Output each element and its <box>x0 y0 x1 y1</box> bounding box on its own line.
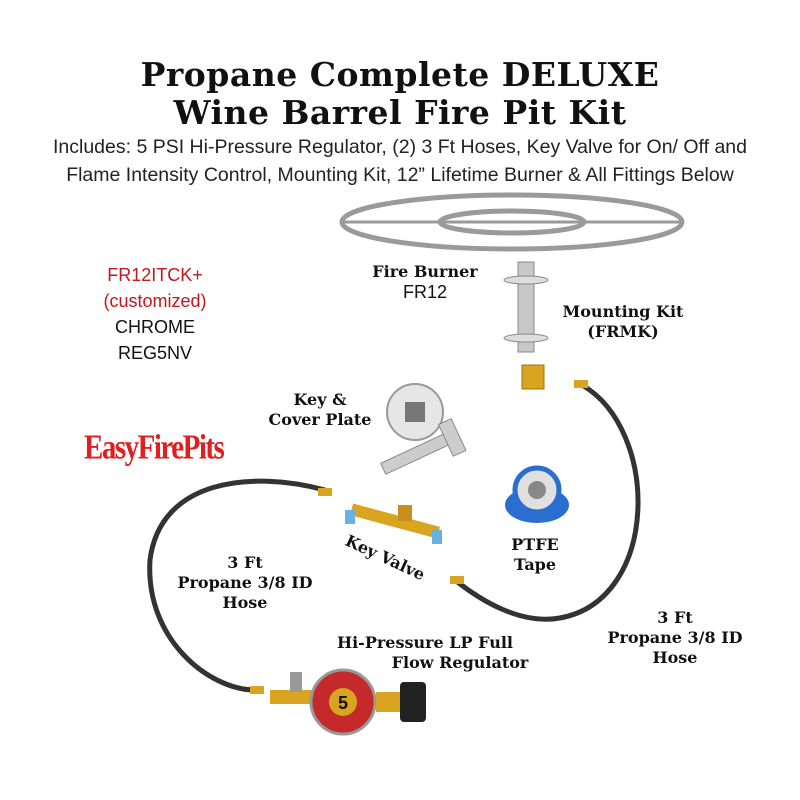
ptfe-tape <box>505 465 569 523</box>
fire-burner-ring <box>339 192 685 252</box>
sku-note: (customized) <box>103 291 207 311</box>
mount-code: (FRMK) <box>587 322 659 341</box>
regulator-number: 5 <box>338 693 348 713</box>
hose-left-2: Propane 3/8 ID <box>177 573 313 592</box>
includes-line-2: Flame Intensity Control, Mounting Kit, 1… <box>66 164 734 186</box>
elbow-fitting <box>521 364 545 390</box>
right-hose <box>453 382 641 622</box>
brand-logo: EasyFirePits <box>84 428 225 468</box>
mount-label: Mounting Kit <box>562 302 684 321</box>
hose-right-3: Hose <box>652 648 698 667</box>
hose-right-1: 3 Ft <box>657 608 693 627</box>
key-valve <box>345 503 442 544</box>
regulator <box>270 668 426 736</box>
title-line-2: Wine Barrel Fire Pit Kit <box>173 93 627 132</box>
regulator-label-2: Flow Regulator <box>391 653 529 672</box>
sku-regulator: REG5NV <box>117 343 193 363</box>
includes-line-1: Includes: 5 PSI Hi-Pressure Regulator, (… <box>52 136 747 158</box>
tape-label-2: Tape <box>513 555 557 574</box>
sku-finish: CHROME <box>115 317 195 337</box>
key-cover-plate <box>380 383 467 475</box>
sku-code: FR12ITCK+ <box>107 265 203 285</box>
tape-label-1: PTFE <box>511 535 559 554</box>
burner-code: FR12 <box>402 282 447 302</box>
regulator-label-1: Hi-Pressure LP Full <box>336 633 514 652</box>
key-label-1: Key & <box>293 390 347 409</box>
left-hose <box>147 478 326 693</box>
hose-left-3: Hose <box>222 593 268 612</box>
hose-left-1: 3 Ft <box>227 553 263 572</box>
hose-right-2: Propane 3/8 ID <box>607 628 743 647</box>
title-line-1: Propane Complete DELUXE <box>140 55 660 94</box>
burner-label: Fire Burner <box>372 262 478 281</box>
mounting-kit <box>503 261 549 353</box>
key-label-2: Cover Plate <box>268 410 372 429</box>
